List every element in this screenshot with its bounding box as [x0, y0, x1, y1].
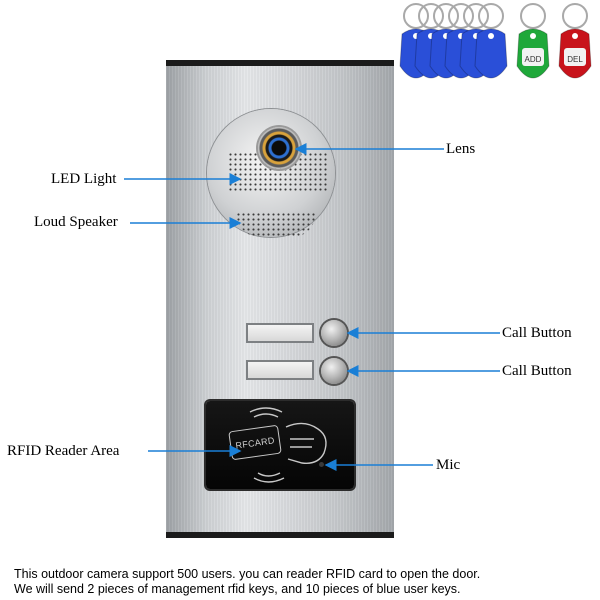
red-delete-key: DEL [558, 3, 592, 79]
label-rfid-reader-area: RFID Reader Area [7, 443, 120, 459]
mic-hole [319, 462, 324, 467]
label-lens: Lens [446, 141, 476, 157]
green-add-key: ADD [516, 3, 550, 79]
label-loud-speaker: Loud Speaker [34, 214, 118, 230]
label-led-light: LED Light [51, 171, 117, 187]
rfid-waves-hand-icon [249, 407, 327, 483]
caption-line-2: We will send 2 pieces of management rfid… [14, 582, 461, 596]
call-button-2[interactable] [321, 358, 347, 384]
rfid-key-fobs: ADD DEL [399, 3, 592, 79]
label-call-button-1: Call Button [502, 325, 572, 341]
green-add-key-text: ADD [525, 55, 542, 64]
name-plate-2 [246, 360, 314, 380]
call-button-1[interactable] [321, 320, 347, 346]
label-call-button-2: Call Button [502, 363, 572, 379]
blue-user-key-6 [474, 3, 508, 79]
camera-lens-icon [258, 127, 300, 169]
speaker-grille [236, 212, 316, 238]
caption-line-1: This outdoor camera support 500 users. y… [14, 567, 481, 581]
red-delete-key-text: DEL [567, 55, 583, 64]
caption: This outdoor camera support 500 users. y… [14, 567, 594, 597]
name-plate-1 [246, 323, 314, 343]
label-mic: Mic [436, 457, 461, 473]
